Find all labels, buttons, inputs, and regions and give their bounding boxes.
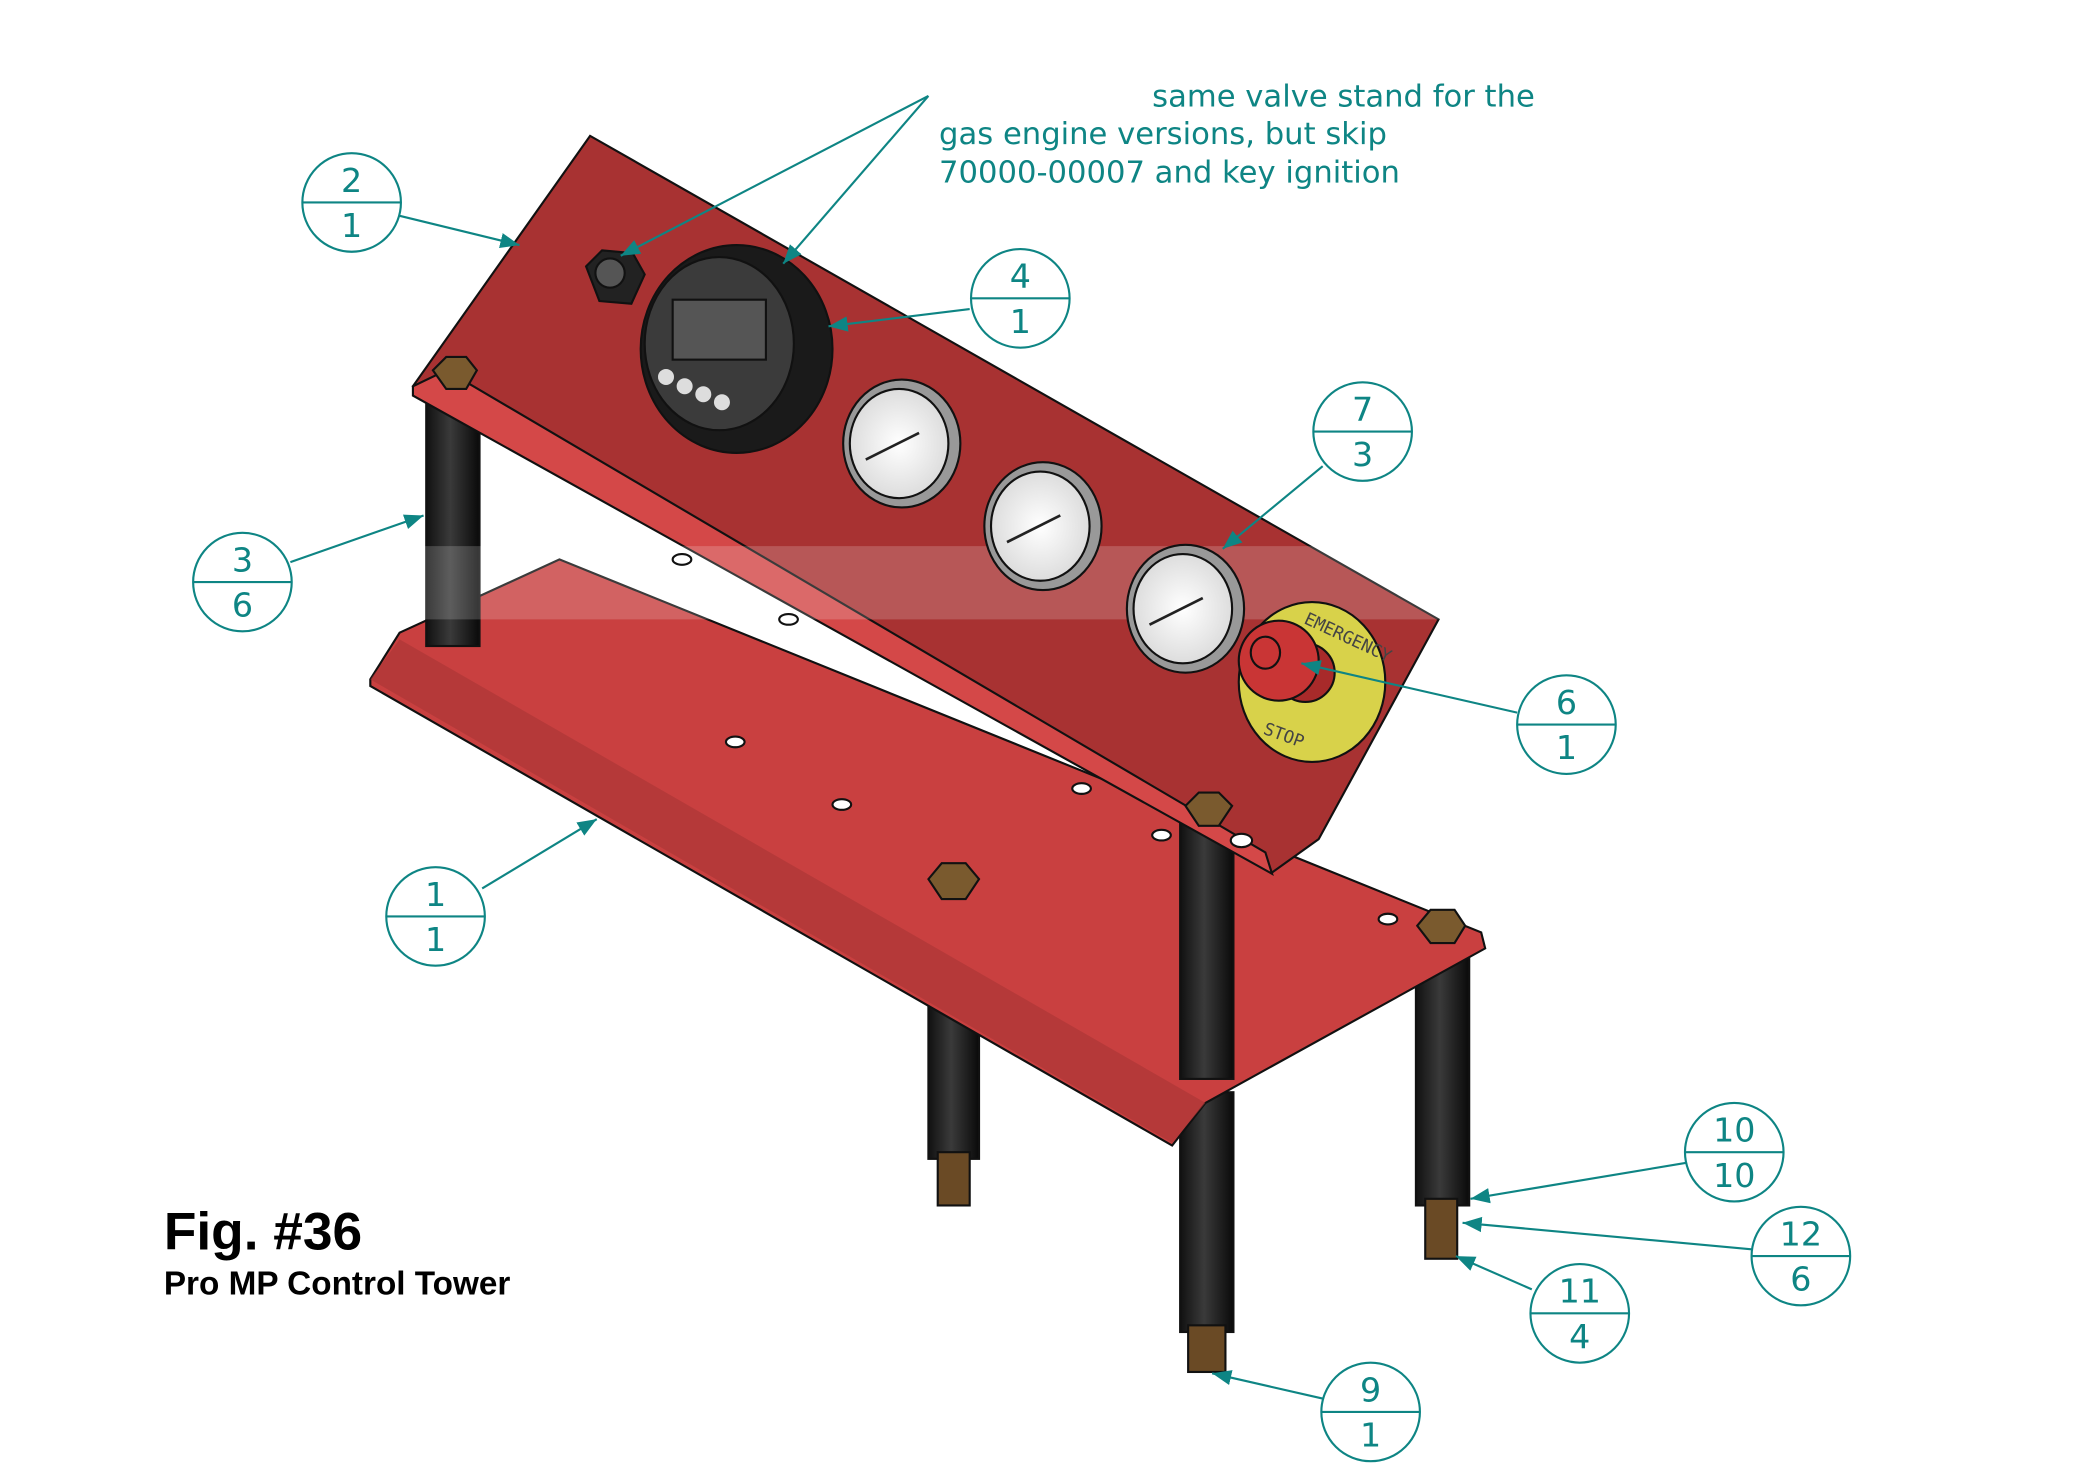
balloon-item-4: 41 <box>969 248 1071 349</box>
svg-text:1: 1 <box>425 920 446 959</box>
key-ignition <box>584 249 646 305</box>
note-line-2: gas engine versions, but skip <box>939 117 1387 152</box>
callout-note: same valve stand for the gas engine vers… <box>620 80 1535 265</box>
leader-lines <box>290 214 1754 1400</box>
svg-text:1: 1 <box>425 875 446 914</box>
svg-text:11: 11 <box>1559 1272 1601 1311</box>
figure-title: Fig. #36 <box>164 1202 362 1261</box>
note-line-3: 70000-00007 and key ignition <box>939 155 1400 190</box>
svg-text:10: 10 <box>1713 1111 1755 1150</box>
balloon-item-6: 61 <box>1516 674 1617 775</box>
svg-text:4: 4 <box>1010 257 1031 296</box>
svg-text:3: 3 <box>1352 435 1373 474</box>
svg-text:3: 3 <box>232 540 253 579</box>
balloon-item-11: 114 <box>1529 1263 1631 1364</box>
digital-gauge <box>639 244 834 454</box>
balloon-item-12: 126 <box>1750 1205 1852 1307</box>
svg-text:6: 6 <box>232 586 253 625</box>
note-line-1: same valve stand for the <box>1152 80 1535 115</box>
balloon-item-1: 11 <box>385 866 486 967</box>
svg-text:2: 2 <box>341 161 362 200</box>
svg-text:10: 10 <box>1713 1156 1755 1195</box>
hex-nuts <box>431 355 1467 945</box>
svg-text:1: 1 <box>341 206 362 245</box>
pressure-gauges <box>842 378 1246 674</box>
svg-text:1: 1 <box>1360 1416 1381 1455</box>
svg-text:7: 7 <box>1352 390 1373 429</box>
balloon-item-2: 21 <box>301 152 402 253</box>
balloon-item-7: 73 <box>1312 381 1413 482</box>
balloon-item-3: 36 <box>192 531 293 633</box>
figure-subtitle: Pro MP Control Tower <box>164 1266 511 1303</box>
svg-text:1: 1 <box>1556 728 1577 767</box>
svg-text:4: 4 <box>1569 1317 1590 1356</box>
balloon-item-9: 91 <box>1320 1361 1421 1463</box>
svg-text:6: 6 <box>1790 1260 1811 1299</box>
svg-text:12: 12 <box>1780 1214 1822 1253</box>
svg-text:9: 9 <box>1360 1370 1381 1409</box>
svg-text:6: 6 <box>1556 683 1577 722</box>
svg-text:1: 1 <box>1010 302 1031 341</box>
